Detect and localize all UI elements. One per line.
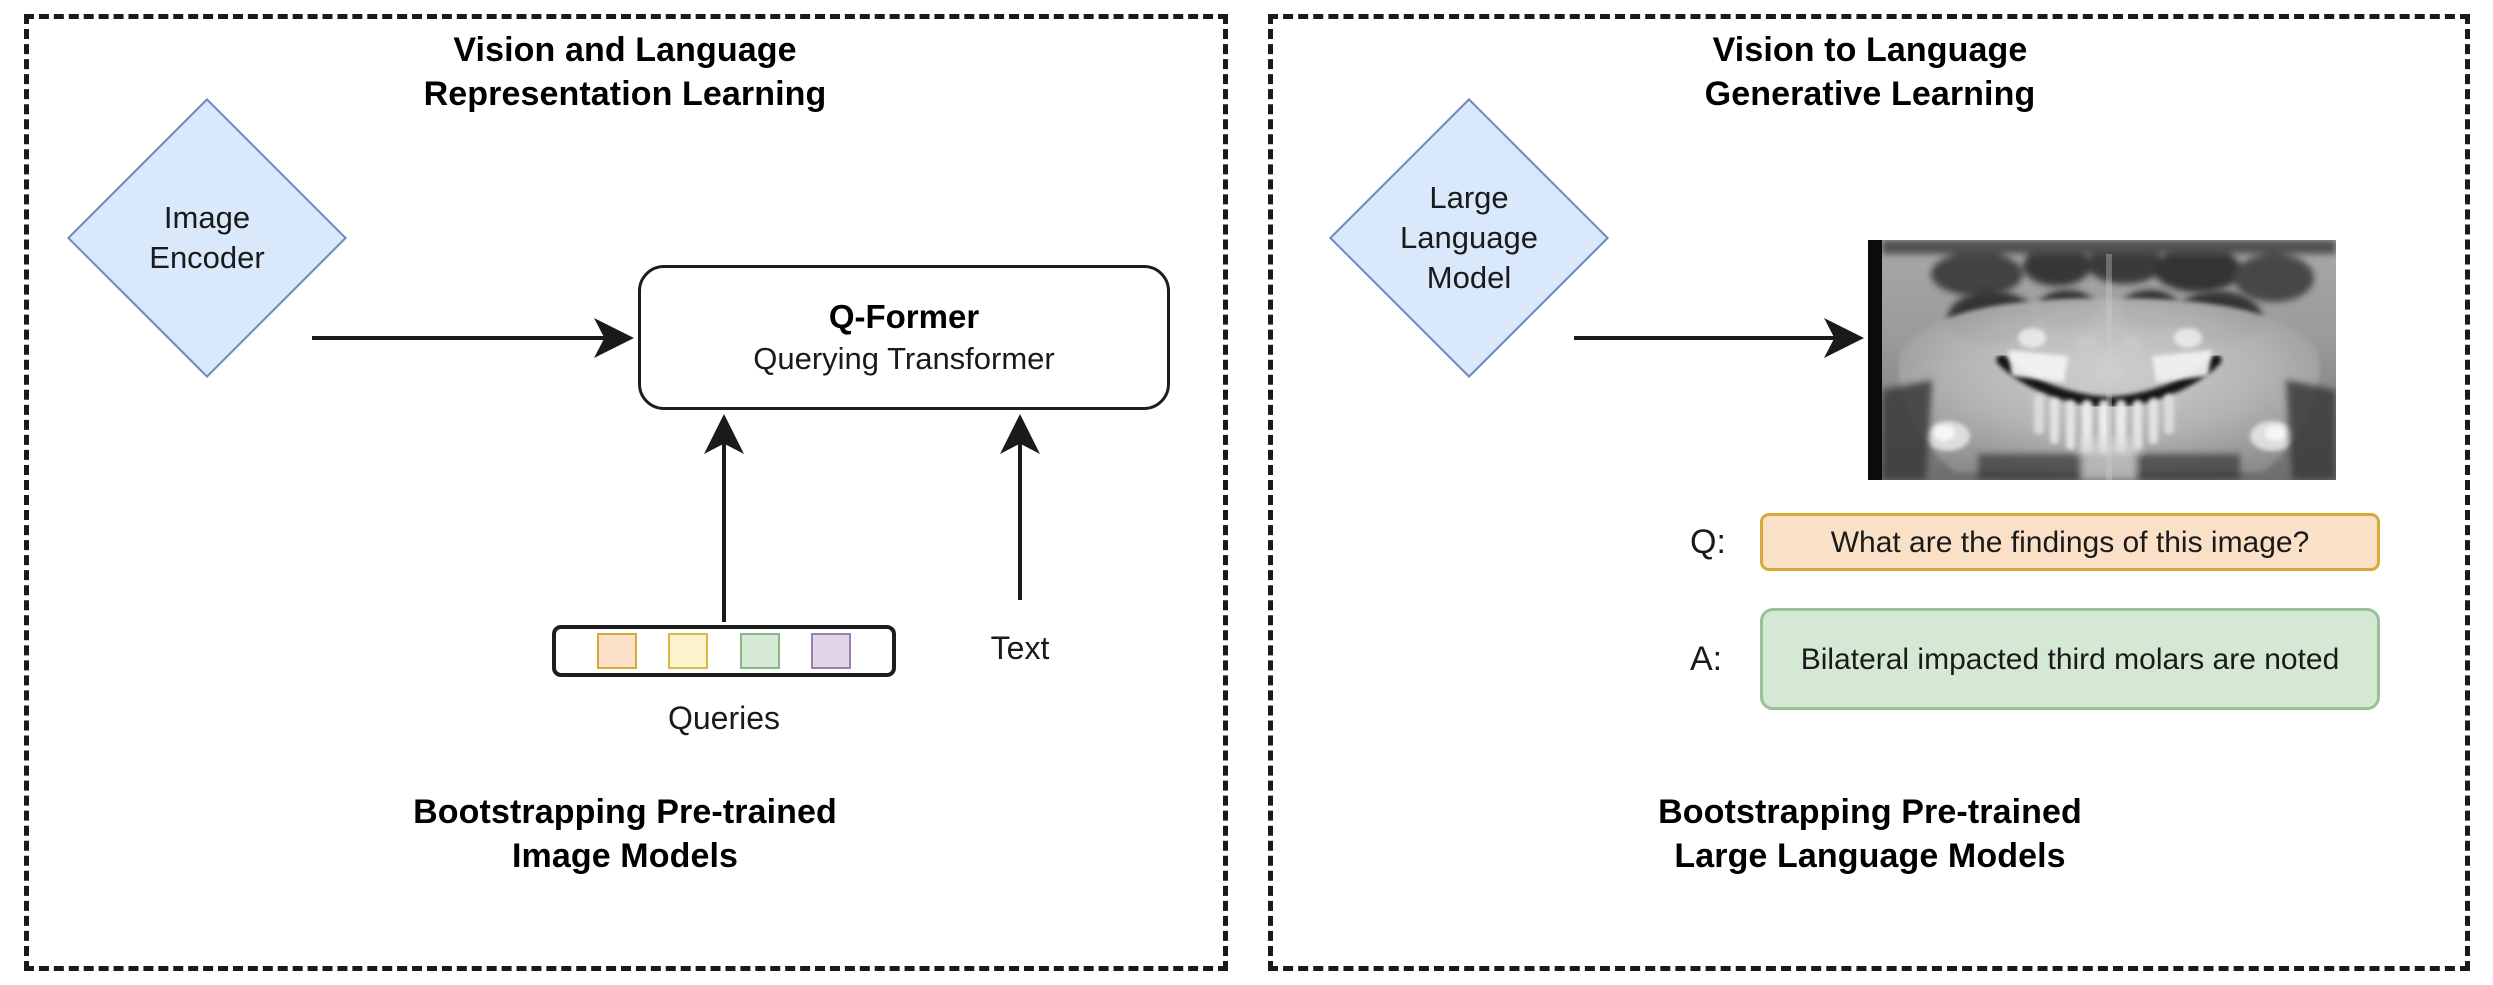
answer-bubble: Bilateral impacted third molars are note… (1760, 608, 2380, 710)
panel-right-title: Vision to Language Generative Learning (1704, 31, 2036, 114)
panel-generative-learning (1268, 14, 2470, 971)
xray-illustration (1882, 240, 2336, 480)
answer-key-label: A: (1690, 639, 1723, 678)
panel-representation-learning (24, 14, 1228, 971)
query-chip-purple (810, 633, 851, 669)
panel-left-caption: Bootstrapping Pre-trained Image Models (413, 793, 837, 876)
large-language-model-node: Large Language Model (1328, 97, 1610, 379)
qformer-node: Q-Former Querying Transformer (638, 265, 1170, 410)
qformer-title: Q-Former (828, 297, 980, 335)
large-language-model-label: Large Language Model (1400, 179, 1538, 296)
question-bubble: What are the findings of this image? (1760, 513, 2380, 571)
qa-question-row: Q: What are the findings of this image? (1690, 513, 2380, 571)
xray-left-bar (1868, 240, 1882, 480)
qformer-subtitle: Querying Transformer (753, 340, 1055, 376)
question-key-label: Q: (1690, 522, 1726, 561)
query-chip-yellow (668, 633, 709, 669)
dental-panoramic-xray (1868, 240, 2336, 480)
query-chip-green (739, 633, 780, 669)
queries-capsule (552, 625, 896, 677)
xray-image (1882, 240, 2336, 480)
panel-right-caption: Bootstrapping Pre-trained Large Language… (1658, 793, 2082, 876)
query-chip-orange (597, 633, 638, 669)
text-input-label: Text (990, 630, 1050, 666)
image-encoder-node: Image Encoder (66, 97, 348, 379)
image-encoder-label: Image Encoder (149, 199, 265, 275)
qa-answer-row: A: Bilateral impacted third molars are n… (1690, 608, 2380, 710)
panel-left-title: Vision and Language Representation Learn… (423, 31, 827, 114)
queries-label: Queries (667, 700, 781, 736)
